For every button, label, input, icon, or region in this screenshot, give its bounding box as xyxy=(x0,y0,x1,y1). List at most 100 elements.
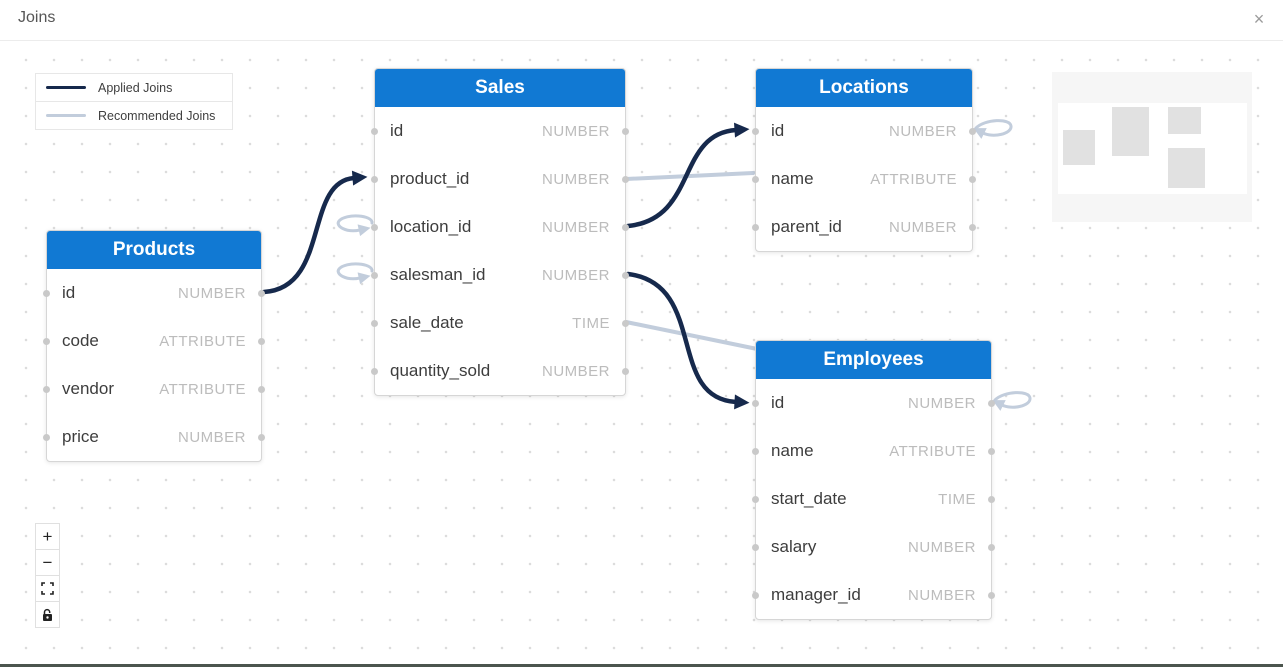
recommended-join-swatch xyxy=(46,114,86,117)
field-name: location_id xyxy=(390,217,472,236)
recommended-loop-sales-salesman-id[interactable] xyxy=(336,262,374,285)
applied-join-products-id-sales-product-id[interactable] xyxy=(261,170,368,295)
minimap[interactable] xyxy=(1052,72,1252,222)
field-name: salary xyxy=(771,537,817,556)
connector-dot-left xyxy=(752,175,759,183)
field-row-sales-quantity_sold[interactable]: quantity_sold NUMBER xyxy=(371,347,629,395)
field-type: ATTRIBUTE xyxy=(159,332,246,350)
connector-dot-right xyxy=(969,223,976,231)
field-type: NUMBER xyxy=(177,284,246,302)
connector-dot-right xyxy=(988,447,995,455)
applied-join-swatch xyxy=(46,86,86,89)
field-type: NUMBER xyxy=(541,218,610,236)
field-type: NUMBER xyxy=(907,586,976,604)
field-name: salesman_id xyxy=(390,265,486,284)
connector-dot-left xyxy=(752,591,759,599)
field-name: product_id xyxy=(390,169,470,188)
connector-dot-right xyxy=(622,127,629,135)
field-row-employees-salary[interactable]: salary NUMBER xyxy=(752,523,995,571)
table-title[interactable]: Employees xyxy=(756,341,991,379)
field-type: NUMBER xyxy=(907,538,976,556)
field-row-sales-product_id[interactable]: product_id NUMBER xyxy=(371,155,629,203)
connector-dot-left xyxy=(371,223,378,231)
plus-icon: + xyxy=(42,526,53,546)
table-title[interactable]: Sales xyxy=(375,69,625,107)
field-type: NUMBER xyxy=(177,428,246,446)
applied-join-sales-salesman-id-employees-id[interactable] xyxy=(625,271,750,410)
legend-label: Recommended Joins xyxy=(98,108,216,123)
field-name: code xyxy=(62,331,99,350)
applied-join-sales-location-id-locations-id[interactable] xyxy=(625,122,750,229)
minimap-block-employees xyxy=(1168,148,1205,188)
connector-dot-left xyxy=(43,289,50,297)
field-name: parent_id xyxy=(771,217,842,236)
field-name: id xyxy=(771,393,785,412)
connector-dot-left xyxy=(43,385,50,393)
connector-dot-left xyxy=(371,175,378,183)
field-type: NUMBER xyxy=(888,122,957,140)
close-icon[interactable]: × xyxy=(1253,9,1265,29)
connector-dot-left xyxy=(752,495,759,503)
recommended-join-productid-locations-name[interactable] xyxy=(624,171,755,181)
field-row-sales-location_id[interactable]: location_id NUMBER xyxy=(371,203,629,251)
table-title[interactable]: Locations xyxy=(756,69,972,107)
field-name: vendor xyxy=(62,379,114,398)
minus-icon: − xyxy=(42,552,53,572)
field-name: id xyxy=(771,121,785,140)
recommended-join-saledate-employees[interactable] xyxy=(624,320,764,352)
field-type: NUMBER xyxy=(541,362,610,380)
table-title[interactable]: Products xyxy=(47,231,261,269)
field-name: quantity_sold xyxy=(390,361,491,380)
field-row-products-price[interactable]: price NUMBER xyxy=(43,413,265,461)
field-name: id xyxy=(390,121,404,140)
connector-dot-right xyxy=(622,175,629,183)
connector-dot-left xyxy=(43,337,50,345)
connector-dot-left xyxy=(43,433,50,441)
field-type: ATTRIBUTE xyxy=(889,442,976,460)
field-row-sales-sale_date[interactable]: sale_date TIME xyxy=(371,299,629,347)
recommended-loop-employees-id[interactable] xyxy=(992,391,1032,411)
zoom-out-button[interactable]: − xyxy=(35,549,60,576)
connector-dot-left xyxy=(371,319,378,327)
connector-dot-left xyxy=(752,223,759,231)
field-type: NUMBER xyxy=(907,394,976,412)
field-row-employees-manager_id[interactable]: manager_id NUMBER xyxy=(752,571,995,619)
connector-dot-right xyxy=(988,591,995,599)
field-row-products-code[interactable]: code ATTRIBUTE xyxy=(43,317,265,365)
field-type: NUMBER xyxy=(541,170,610,188)
connector-dot-right xyxy=(969,175,976,183)
field-row-locations-id[interactable]: id NUMBER xyxy=(752,107,976,155)
connector-dot-right xyxy=(258,289,265,297)
recommended-loop-sales-location-id[interactable] xyxy=(336,214,374,237)
field-row-employees-id[interactable]: id NUMBER xyxy=(752,379,995,427)
field-name: price xyxy=(62,427,99,446)
lock-toggle-button[interactable] xyxy=(35,601,60,628)
connector-dot-left xyxy=(371,271,378,279)
fit-to-screen-button[interactable] xyxy=(35,575,60,602)
connector-dot-left xyxy=(752,447,759,455)
connector-dot-right xyxy=(988,399,995,407)
minimap-block-sales xyxy=(1112,107,1149,156)
legend-applied-joins: Applied Joins xyxy=(35,73,233,102)
field-name: sale_date xyxy=(390,313,464,332)
connector-dot-right xyxy=(622,319,629,327)
connector-dot-right xyxy=(258,337,265,345)
field-name: manager_id xyxy=(771,585,861,604)
zoom-in-button[interactable]: + xyxy=(35,523,60,550)
field-type: TIME xyxy=(938,490,976,508)
join-diagram-canvas[interactable]: Applied Joins Recommended Joins xyxy=(0,40,1283,667)
field-type: TIME xyxy=(572,314,610,332)
recommended-loop-locations-id[interactable] xyxy=(973,119,1013,139)
